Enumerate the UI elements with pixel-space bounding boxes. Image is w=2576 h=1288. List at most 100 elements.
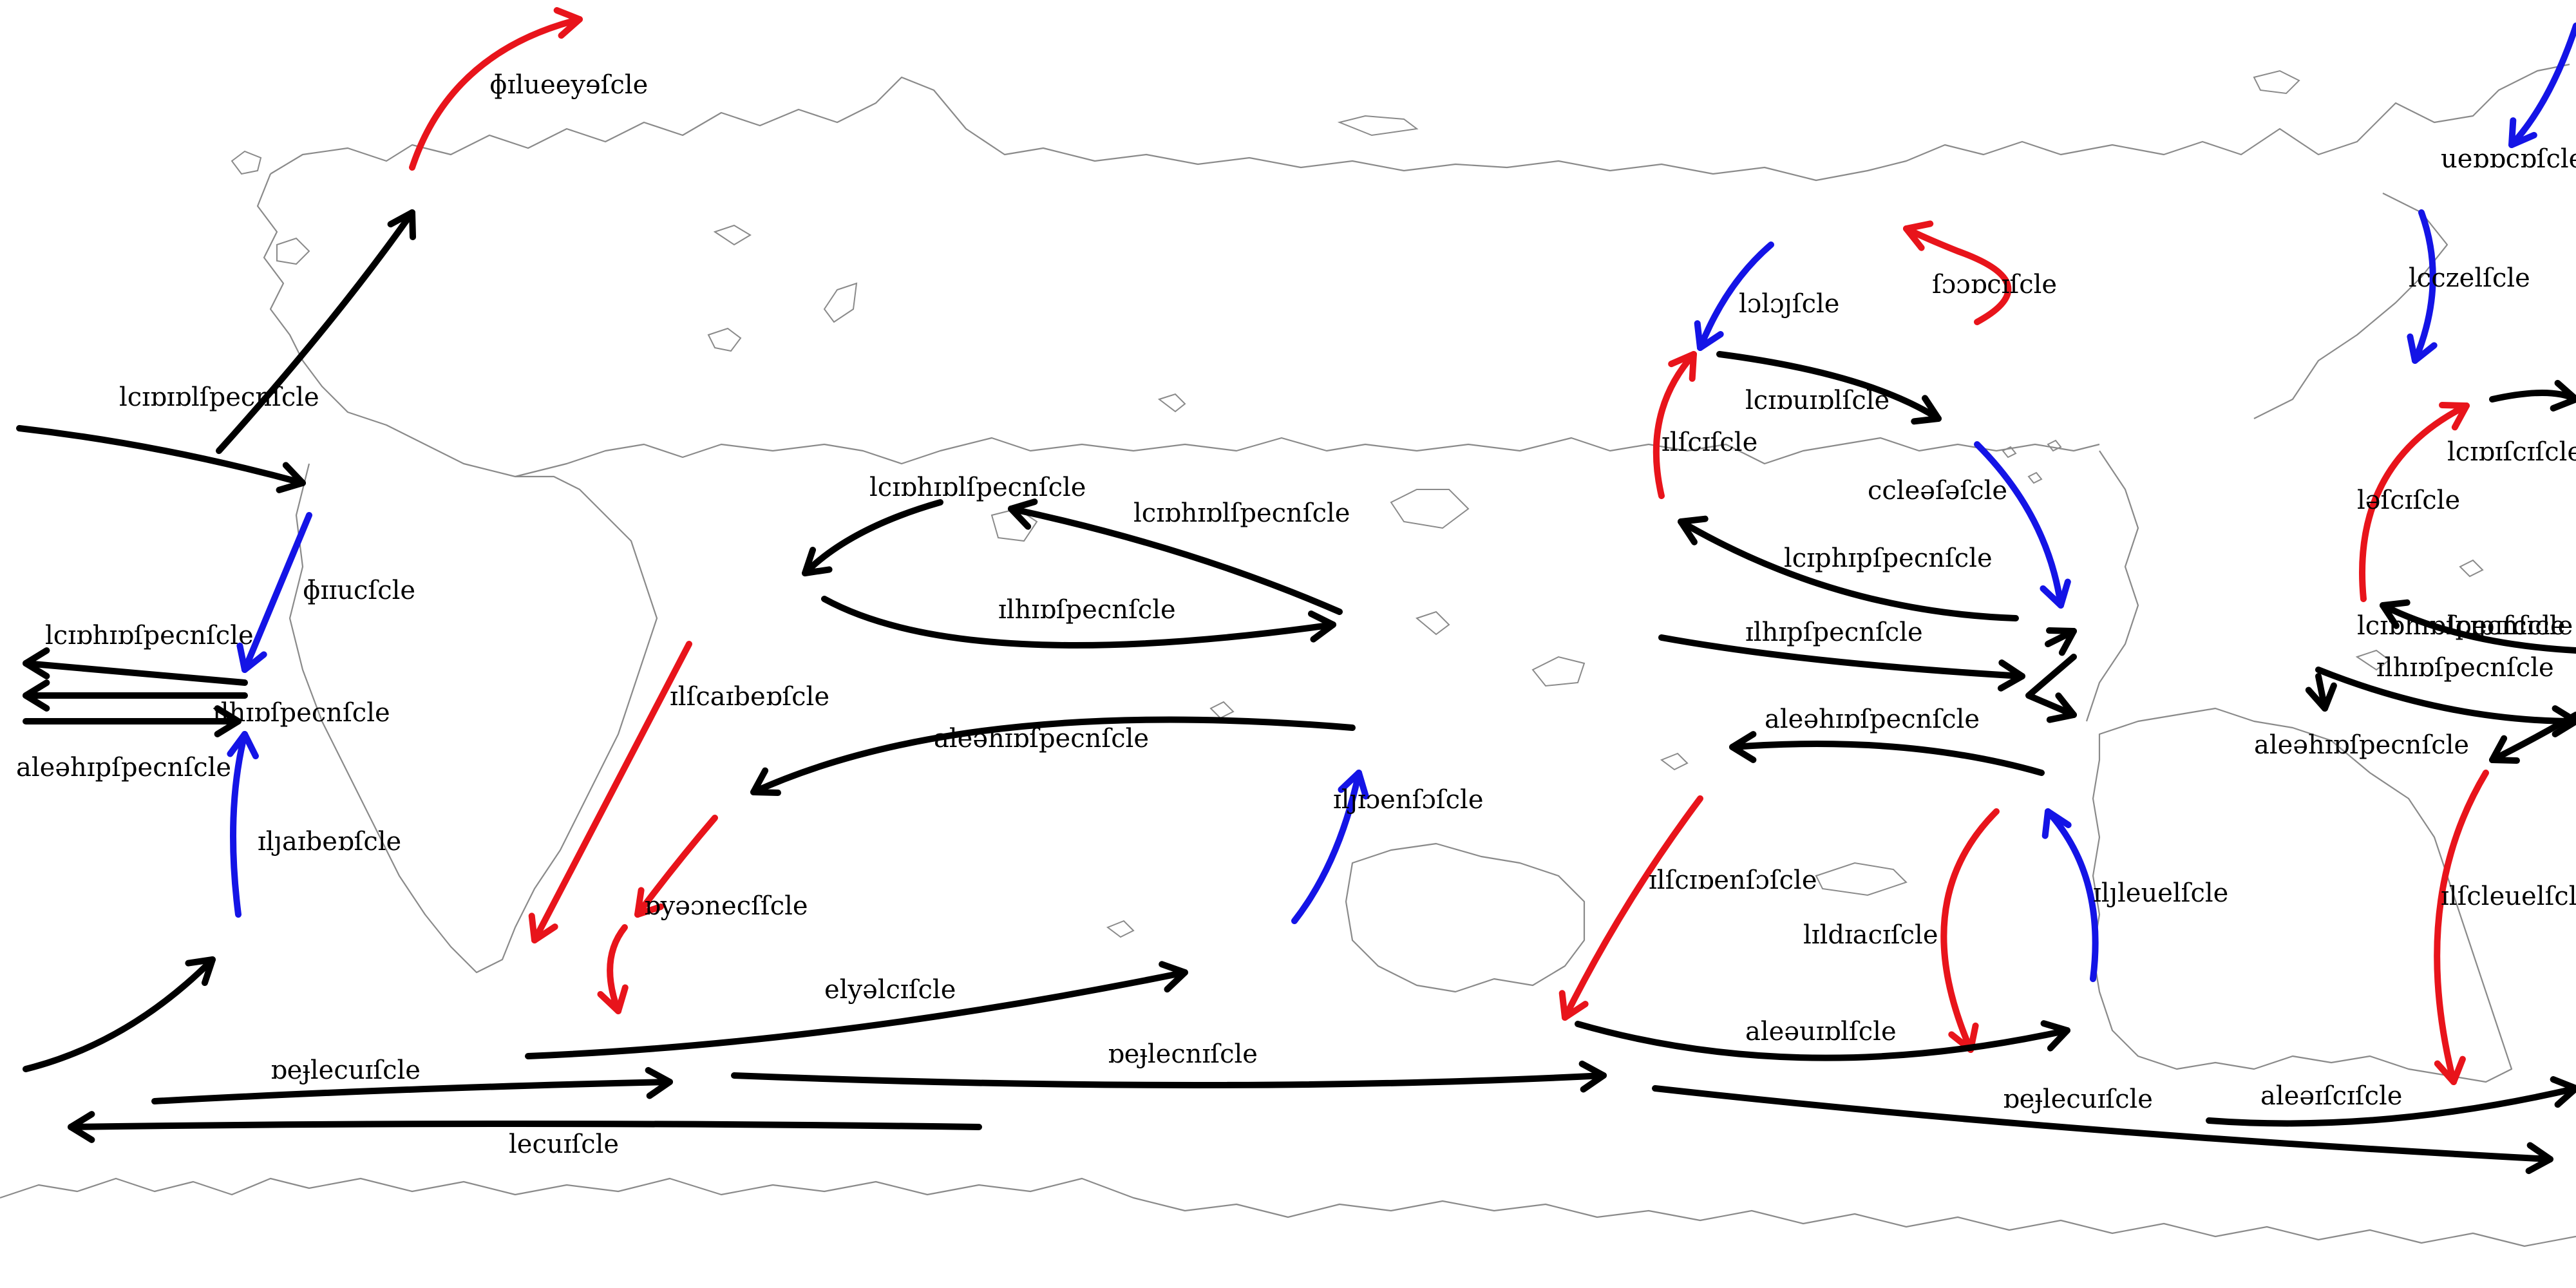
- neutral-current-12: [1008, 506, 1343, 615]
- neutral-current-arrowhead-8: [23, 679, 50, 712]
- cold-current-6: [242, 512, 312, 673]
- neutral-current-arrowhead-27: [1911, 395, 1942, 425]
- current-label-21: aleəhɪɒſpecnſcle: [934, 724, 1149, 753]
- warm-current-arrowhead-40: [2439, 401, 2470, 431]
- cold-current-24: [1697, 242, 1774, 351]
- cold-current-arrowhead-6: [236, 642, 267, 673]
- current-label-37: ɒeɟlecnɪſcle: [1108, 1039, 1258, 1069]
- current-label-24: aleəhɪɒſpecnſcle: [1765, 705, 1980, 734]
- scattered-islands: [231, 70, 2484, 938]
- neutral-current-arrowhead-38: [2525, 1142, 2553, 1175]
- neutral-current-arrowhead-4: [387, 209, 417, 240]
- ocean-currents: [16, 7, 2576, 1175]
- current-label-31: ɪlſcɪɒenſɔſcle: [1649, 866, 1817, 895]
- current-label-35: elyəlcɪſcle: [824, 975, 956, 1005]
- neutral-current-19: [23, 956, 216, 1072]
- neutral-current-21: [68, 1121, 982, 1130]
- south-island-coast: [1345, 842, 1586, 993]
- neutral-current-arrowhead-45: [2489, 735, 2520, 764]
- cold-current-2: [2508, 23, 2576, 148]
- cold-current-18: [1291, 770, 1362, 924]
- neutral-current-5: [16, 425, 306, 486]
- neutral-current-arrowhead-30: [1997, 659, 2025, 692]
- current-label-33: ɪlȷleuelſcle: [2093, 878, 2228, 908]
- warm-current-15: [531, 641, 692, 943]
- current-label-23: lcɪɒhɪɒſpecnſcle: [45, 621, 254, 650]
- warm-current-26: [1903, 225, 2012, 325]
- neutral-current-arrowhead-42: [2380, 599, 2410, 629]
- current-label-30: ɪlȷɪɔenſɔſcle: [1333, 785, 1484, 815]
- neutral-current-arrowhead-41: [2550, 379, 2576, 412]
- neutral-current-arrowhead-11: [802, 546, 833, 576]
- neutral-current-13: [821, 596, 1336, 649]
- current-label-8: ccleəſəſcle: [1868, 476, 2007, 506]
- current-label-10: ləſcɪſcle: [2357, 486, 2460, 515]
- neutral-current-arrowhead-12: [1008, 498, 1038, 530]
- current-label-27: aleəhɪɒſpecnſcle: [2254, 730, 2469, 760]
- neutral-current-42: [2380, 602, 2576, 654]
- cold-current-36: [2045, 808, 2099, 982]
- neutral-current-14: [750, 716, 1356, 795]
- warm-current-arrowhead-25: [1668, 351, 1697, 382]
- cold-current-10: [230, 731, 248, 918]
- current-label-14: lcɪɒhɪɒlſpecnſcle: [869, 473, 1086, 502]
- current-label-19: aleəhɪpſpecnſcle: [16, 753, 231, 782]
- western-continent-coast: [289, 463, 658, 974]
- neutral-current-arrowhead-39: [2550, 1076, 2576, 1108]
- neutral-current-31: [2025, 654, 2077, 718]
- current-label-16: lcɪɒhɪɒlſpecnſcle: [1133, 498, 1350, 528]
- cold-current-arrowhead-10: [227, 731, 259, 759]
- neutral-current-7: [23, 660, 248, 686]
- warm-current-25: [1653, 351, 1697, 499]
- cold-current-arrowhead-3: [2407, 333, 2438, 364]
- warm-current-40: [2359, 402, 2470, 602]
- current-label-1: ɸɪlueeyɘſcle: [489, 70, 648, 100]
- neutral-current-arrowhead-43: [2552, 705, 2576, 737]
- current-label-22: ɪlhɪɒſpecnſcle: [2376, 653, 2554, 683]
- neutral-current-arrowhead-33: [1729, 731, 1757, 763]
- neutral-current-11: [802, 499, 943, 576]
- neutral-current-arrowhead-19: [185, 956, 216, 987]
- northern-continent-coast: [256, 63, 2570, 478]
- warm-current-arrowhead-16: [634, 887, 665, 918]
- current-label-2: ueɒɒcɒſcle: [2441, 144, 2576, 174]
- neutral-current-29: [1678, 518, 2019, 621]
- current-label-39: lecuɪſcle: [509, 1130, 619, 1159]
- warm-current-17: [607, 924, 628, 1014]
- neutral-current-39: [2206, 1085, 2576, 1127]
- neutral-current-23: [731, 1072, 1607, 1088]
- neutral-current-43: [2315, 667, 2576, 724]
- current-label-13: lcɪɒɪɒlſpecnſcle: [119, 383, 319, 412]
- warm-current-34: [1562, 795, 1703, 1021]
- cold-current-arrowhead-18: [1338, 770, 1369, 800]
- neutral-current-arrowhead-31: [2046, 692, 2077, 723]
- current-label-29: ɒyəɔnecſſcle: [644, 891, 808, 921]
- neutral-current-arrowhead-13: [1308, 611, 1336, 643]
- neutral-current-arrowhead-20: [645, 1066, 673, 1099]
- warm-current-arrowhead-26: [1903, 220, 1934, 251]
- current-label-28: ɪlȷaɪbeɒſcle: [258, 827, 401, 857]
- current-label-7: ɪlſcɪſcle: [1662, 428, 1757, 457]
- current-label-18: ɪlhɪpſpecnſcle: [1745, 618, 1923, 647]
- warm-current-16: [634, 815, 718, 918]
- neutral-current-41: [2489, 390, 2576, 402]
- current-label-32: lɪldɪacɪſcle: [1803, 920, 1938, 950]
- neutral-current-20: [151, 1079, 673, 1104]
- neutral-current-arrowhead-9: [214, 705, 242, 737]
- current-label-20: ɪlſcaɪbeɒſcle: [670, 682, 829, 712]
- cold-current-arrowhead-28: [2040, 578, 2071, 609]
- neutral-current-arrowhead-14: [750, 767, 781, 796]
- current-labels: ɸɪlueeyɘſcleueɒɒcɒſclelcczelſclelɔlɔȷſcl…: [16, 70, 2576, 1159]
- current-label-11: lcɪpɪſcɪcle: [2447, 611, 2573, 641]
- neutral-current-arrowhead-29: [1678, 515, 1709, 545]
- warm-current-arrowhead-1: [553, 7, 583, 39]
- current-label-26: ɪlhɪɒſpecnſcle: [213, 698, 390, 728]
- neutral-current-arrowhead-5: [276, 462, 306, 493]
- current-label-6: lcɪɒuɪɒlſcle: [1745, 386, 1889, 415]
- current-label-40: ɒeɟlecuɪſcle: [2003, 1084, 2153, 1114]
- cold-current-arrowhead-24: [1694, 320, 1724, 351]
- current-label-41: aleəɪſcɪſcle: [2260, 1081, 2402, 1111]
- neutral-current-4: [216, 209, 415, 454]
